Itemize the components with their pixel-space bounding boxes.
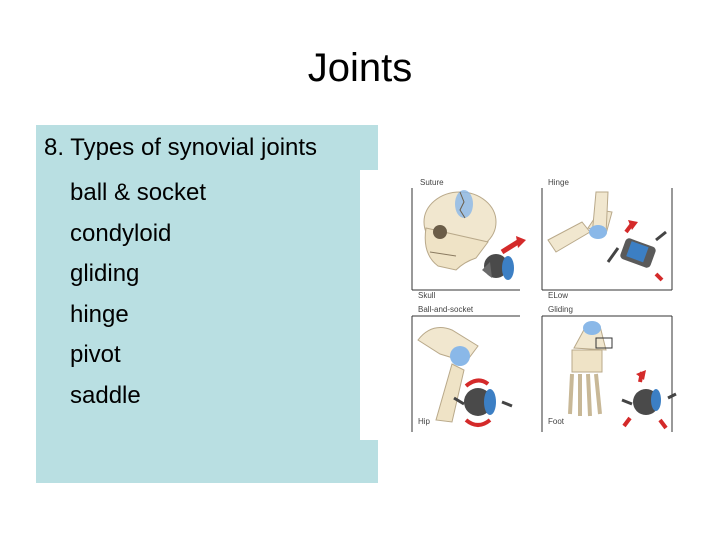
elbow-hinge-illustration bbox=[547, 191, 667, 282]
panel-label-hinge: Hinge bbox=[548, 178, 569, 187]
panel-label-suture: Suture bbox=[420, 178, 444, 187]
list-item: hinge bbox=[70, 300, 129, 328]
slide-title: Joints bbox=[307, 46, 413, 90]
joint-types-list: ball & socket condyloid gliding hinge pi… bbox=[70, 173, 206, 416]
panel-caption-hip: Hip bbox=[418, 417, 431, 426]
list-item: pivot bbox=[70, 341, 121, 368]
panel-label-gliding: Gliding bbox=[548, 305, 573, 314]
panel-caption-skull: Skull bbox=[418, 291, 436, 300]
panel-caption-foot: Foot bbox=[548, 417, 565, 426]
foot-illustration bbox=[568, 321, 677, 430]
panel-label-ball-socket: Ball-and-socket bbox=[418, 305, 474, 314]
list-heading: 8. Types of synovial joints bbox=[44, 134, 318, 161]
list-item: condyloid bbox=[70, 219, 172, 247]
skull-illustration bbox=[423, 190, 526, 280]
joints-illustration: Suture Skull Hinge ELow Ball-and-socket … bbox=[360, 170, 680, 440]
hip-illustration bbox=[417, 327, 513, 427]
list-item: saddle bbox=[70, 381, 141, 409]
content-textbox: 8. Types of synovial joints ball & socke… bbox=[36, 125, 378, 483]
list-item: gliding bbox=[70, 260, 140, 287]
panel-caption-elbow: ELow bbox=[548, 291, 568, 300]
list-item: ball & socket bbox=[70, 179, 207, 206]
